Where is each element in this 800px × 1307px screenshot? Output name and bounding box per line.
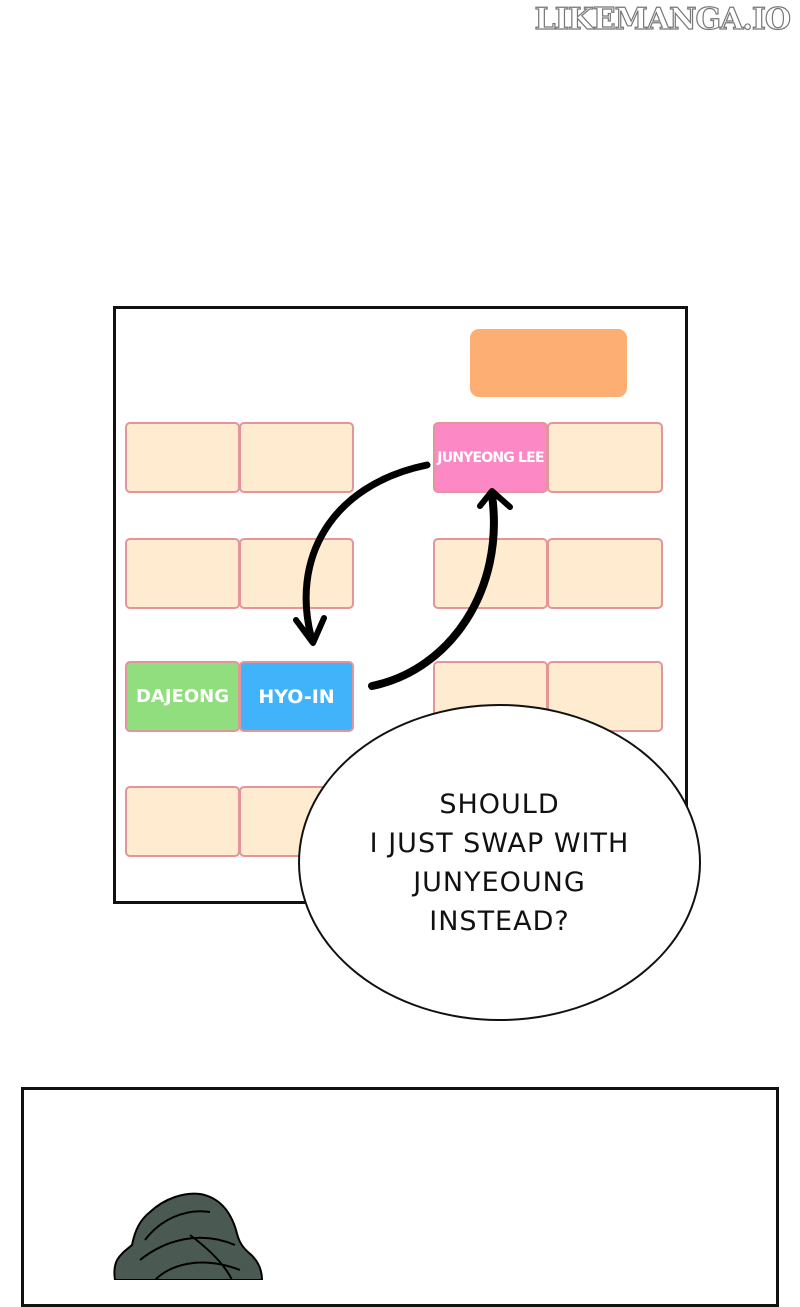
seat-label-dajeong: DAJEONG [135,686,229,707]
seat [125,538,240,609]
seat-label-junyeong: JUNYEONG LEE [437,449,544,466]
seat [547,422,663,493]
swap-arrows-icon [293,461,513,690]
seat [239,538,354,609]
seat [239,422,354,493]
stage-block [470,329,627,397]
character-hair [113,1192,264,1280]
watermark: LIKEMANGA.IO [534,1,792,37]
speech-bubble: SHOULD I JUST SWAP WITH JUNYEOUNG INSTEA… [298,704,701,1021]
speech-bubble-text: SHOULD I JUST SWAP WITH JUNYEOUNG INSTEA… [369,788,630,937]
seat [547,538,663,609]
seat-hyoin: HYO-IN [239,661,354,732]
seat-dajeong: DAJEONG [125,661,240,732]
arrow-head-down [293,615,327,646]
arrow-to-hyoin [302,461,431,644]
seat [125,786,240,857]
arrow-to-junyeong [368,491,498,690]
seat-label-hyoin: HYO-IN [258,685,335,708]
arrow-head-up [477,488,513,510]
